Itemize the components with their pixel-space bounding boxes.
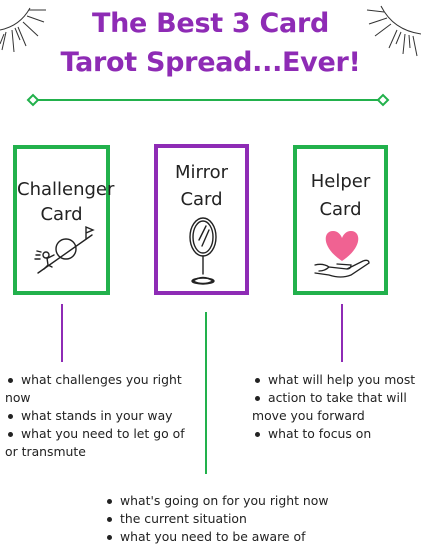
mirror-card-label-1: Mirror — [174, 162, 229, 183]
challenger-card-label-1: Challenger — [17, 179, 115, 200]
helper-card-label-1: Helper — [310, 171, 371, 192]
list-item-continuation: move you forward — [252, 408, 365, 423]
list-item: what stands in your way — [5, 407, 205, 425]
list-item: action to take that will — [252, 389, 420, 407]
challenger-card-label-2: Card — [40, 204, 83, 225]
challenger-card: Challenger Card — [13, 145, 115, 295]
list-item: what's going on for you right now — [104, 492, 404, 510]
mirror-meaning-list: what's going on for you right now the cu… — [104, 492, 404, 546]
list-item: what to focus on — [252, 425, 420, 443]
helper-connector-line — [341, 304, 343, 362]
list-item-continuation: or transmute — [5, 444, 86, 459]
list-item: the current situation — [104, 510, 404, 528]
mirror-card: Mirror Card — [154, 144, 249, 295]
challenger-connector-line — [61, 304, 63, 362]
helper-card: Helper Card — [293, 145, 388, 295]
title-divider — [26, 93, 390, 107]
list-item-continuation: now — [5, 390, 31, 405]
helper-card-label-2: Card — [319, 199, 362, 220]
mirror-card-label-2: Card — [180, 189, 223, 210]
list-item: what you need to be aware of — [104, 528, 404, 546]
person-pushing-boulder-icon — [34, 225, 95, 274]
hand-mirror-icon — [189, 217, 217, 285]
title-line-2: Tarot Spread...Ever! — [60, 47, 361, 78]
mirror-connector-line — [205, 312, 207, 474]
challenger-meaning-list: what challenges you right now what stand… — [5, 371, 205, 461]
heart-in-hand-icon — [314, 231, 370, 278]
sun-rays-left-icon — [0, 7, 46, 53]
sun-rays-right-icon — [366, 5, 421, 57]
list-item: what you need to let go of — [5, 425, 205, 443]
title-line-1: The Best 3 Card — [92, 8, 329, 39]
list-item: what will help you most — [252, 371, 420, 389]
list-item: what challenges you right — [5, 371, 205, 389]
helper-meaning-list: what will help you most action to take t… — [252, 371, 420, 443]
